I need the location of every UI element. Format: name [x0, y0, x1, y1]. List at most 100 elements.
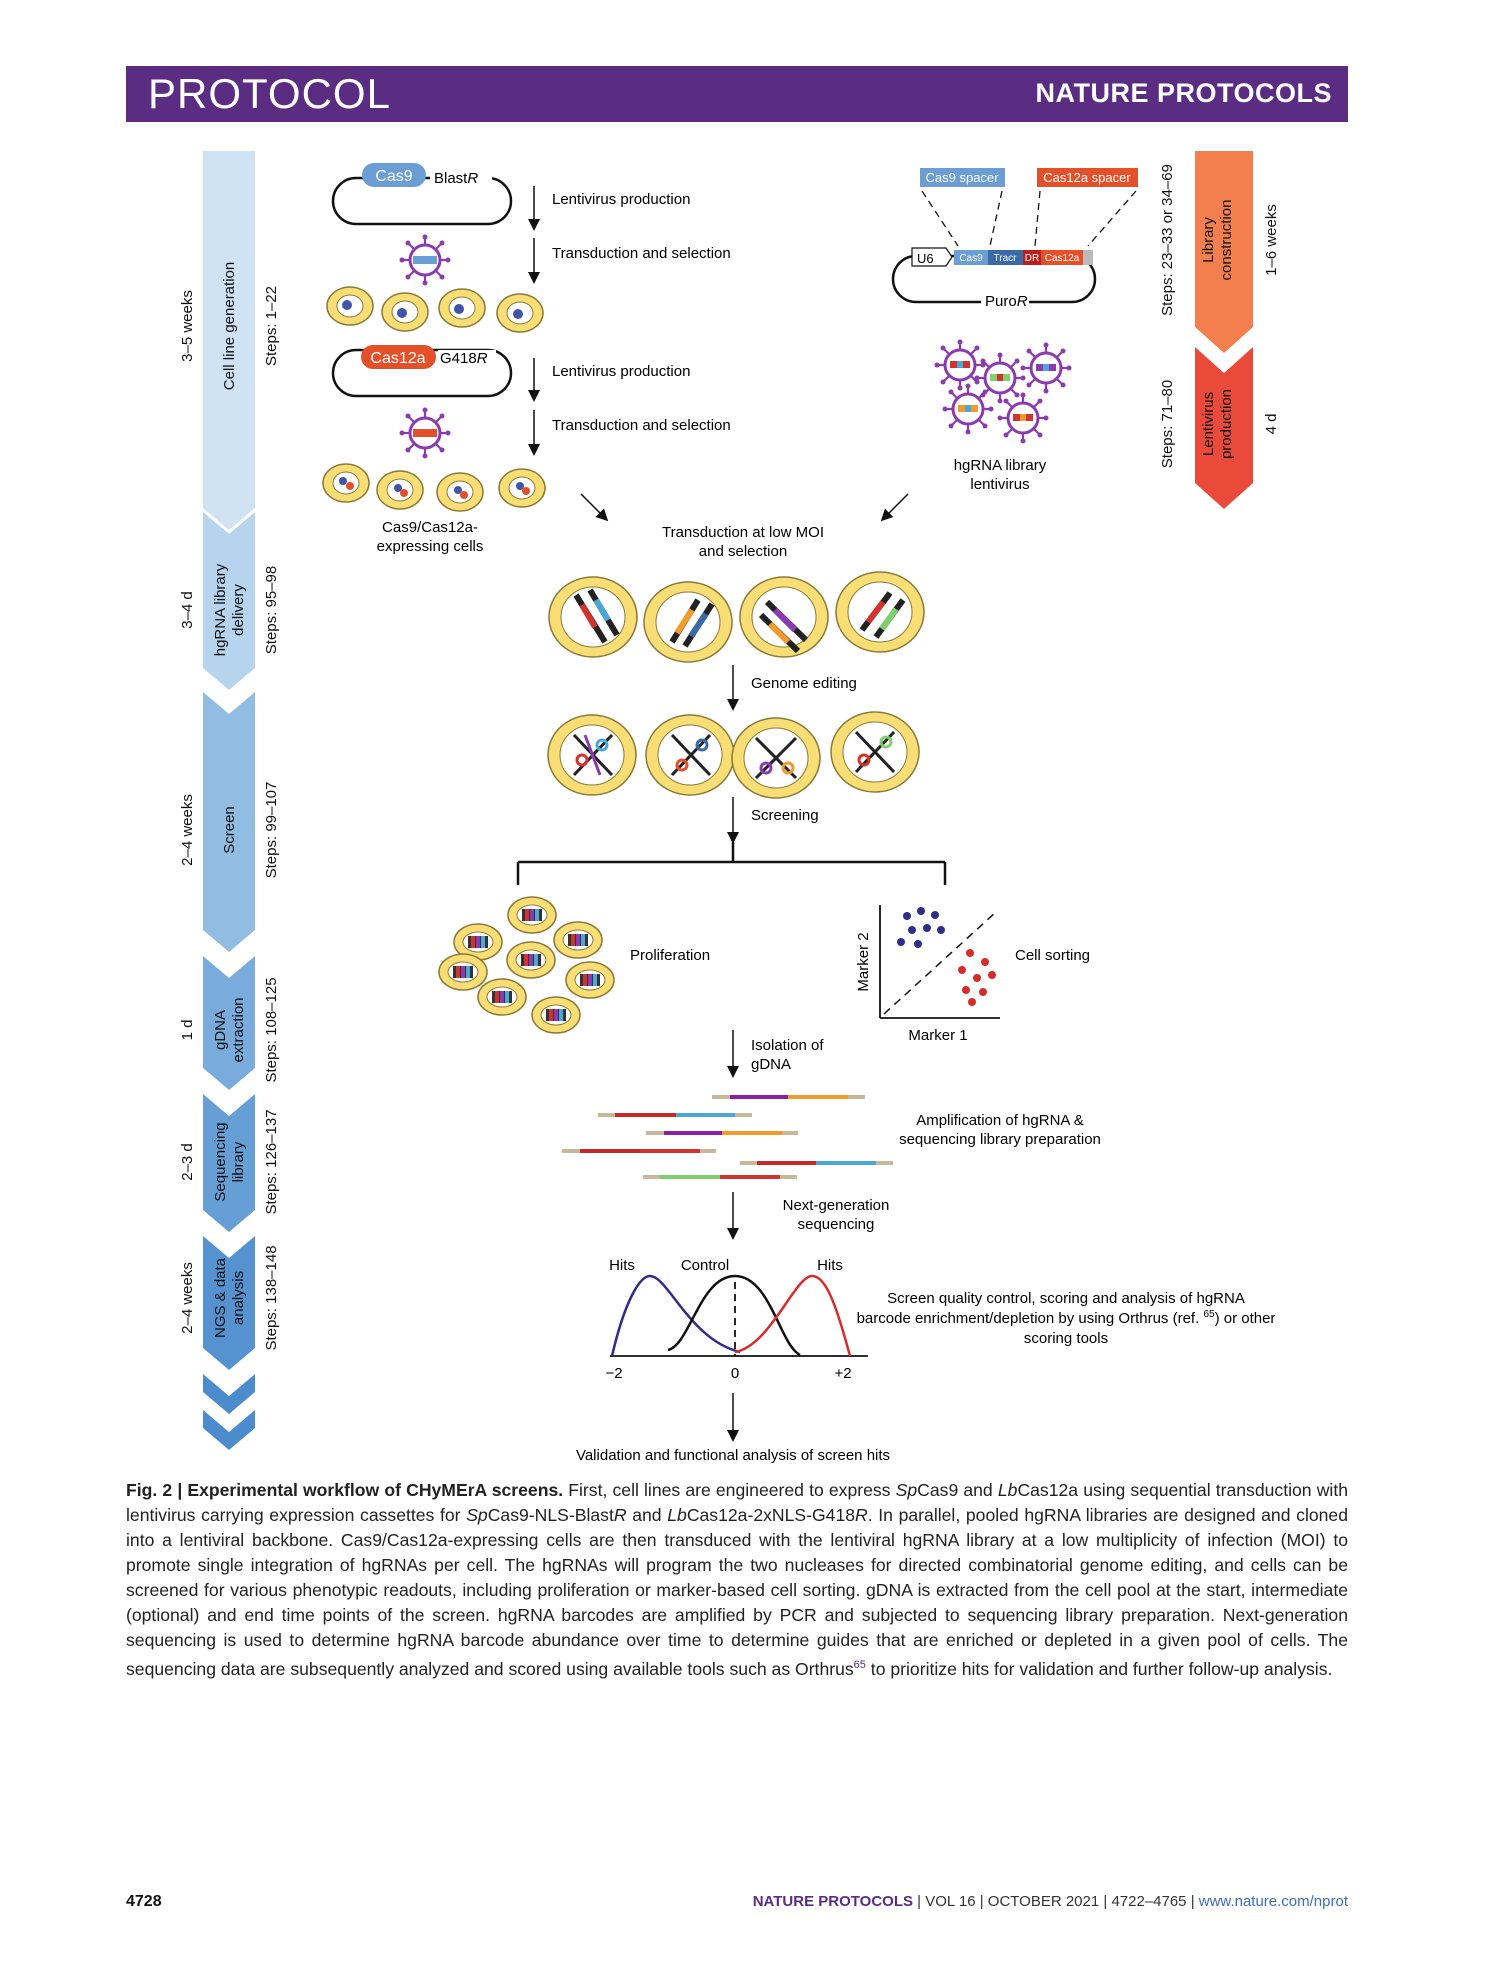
cas9-label: Cas9 — [375, 168, 412, 185]
stage-6-line2: analysis — [230, 1271, 247, 1325]
qc-label-line3: scoring tools — [1024, 1330, 1108, 1347]
cas9-spacer-label: Cas9 spacer — [926, 170, 1000, 185]
edited-cells — [547, 711, 920, 799]
validation-label: Validation and functional analysis of sc… — [576, 1447, 890, 1464]
cas12a-label: Cas12a — [370, 350, 425, 367]
steps-5: Steps: 126–137 — [263, 1109, 280, 1214]
steps-2: Steps: 95–98 — [263, 566, 280, 654]
chevron-gdna-extraction — [203, 956, 255, 1090]
caption-ref[interactable]: 65 — [853, 1659, 866, 1671]
marker2-label: Marker 2 — [855, 932, 872, 991]
marker1-label: Marker 1 — [908, 1027, 967, 1044]
right-timeline: Steps: 23–33 or 34–69 Library constructi… — [1159, 151, 1280, 509]
qc-label-line2: barcode enrichment/depletion by using Or… — [857, 1309, 1276, 1327]
cas12a-plasmid: Cas12a G418R — [331, 345, 513, 398]
tracr-label: Tracr — [994, 253, 1018, 264]
amplicons — [562, 1095, 893, 1179]
chevron-screen — [203, 692, 255, 952]
cells-label-line2: expressing cells — [377, 538, 484, 555]
u6-label: U6 — [917, 251, 934, 266]
caption-title: Fig. 2 | Experimental workflow of CHyMEr… — [126, 1480, 564, 1500]
steps-3: Steps: 99–107 — [263, 782, 280, 879]
steps-1: Steps: 1–22 — [263, 286, 280, 366]
stage-2-line2: delivery — [230, 584, 247, 636]
stage-5-line1: Sequencing — [212, 1122, 229, 1201]
amplification-label-line2: sequencing library preparation — [899, 1131, 1101, 1148]
right-stage-2-line1: Lentivirus — [1200, 392, 1217, 456]
cas9-plasmid: Cas9 BlastR — [331, 163, 513, 226]
right-stage-1-line2: construction — [1218, 200, 1235, 281]
chevron-lentivirus-production — [1195, 347, 1253, 509]
journal-footer: NATURE PROTOCOLS | VOL 16 | OCTOBER 2021… — [752, 1893, 1348, 1910]
right-steps-1: Steps: 23–33 or 34–69 — [1159, 164, 1176, 316]
tick-plus2: +2 — [834, 1365, 851, 1382]
library-label-line2: lentivirus — [970, 476, 1029, 493]
cas12a-spacer-label: Cas12a spacer — [1043, 170, 1131, 185]
stage-4-line1: gDNA — [212, 1010, 229, 1050]
tick-minus2: −2 — [605, 1365, 622, 1382]
stage-4-line2: extraction — [230, 997, 247, 1062]
stage-1: Cell line generation — [221, 262, 238, 390]
blastr-label: BlastR — [434, 170, 478, 187]
steps-6: Steps: 138–148 — [263, 1245, 280, 1350]
g418r-label: G418R — [440, 350, 488, 367]
header-journal: NATURE PROTOCOLS — [1035, 78, 1332, 108]
puror-label: PuroR — [985, 293, 1028, 310]
duration-5: 2–3 d — [179, 1143, 196, 1181]
proliferation-label: Proliferation — [630, 947, 710, 964]
lentivirus-production-1: Lentivirus production — [552, 191, 690, 208]
cells-label-line1: Cas9/Cas12a- — [382, 519, 478, 536]
page-number: 4728 — [126, 1893, 162, 1910]
hits-right-label: Hits — [817, 1257, 843, 1274]
stage-6-line1: NGS & data — [212, 1257, 229, 1338]
duration-4: 1 d — [179, 1020, 196, 1041]
score-distribution: Hits Control Hits −2 0 +2 — [605, 1257, 868, 1382]
right-duration-1: 1–6 weeks — [1263, 204, 1280, 276]
screening-label: Screening — [751, 807, 819, 824]
cell-sorting-plot: Marker 2 Marker 1 — [855, 905, 1000, 1044]
cas9-small-label: Cas9 — [959, 253, 983, 264]
chevron-arrow-1 — [203, 1374, 255, 1414]
chevron-ngs-analysis — [203, 1236, 255, 1370]
left-timeline: 3–5 weeks Cell line generation Steps: 1–… — [179, 151, 280, 1450]
right-stage-1-line1: Library — [1200, 217, 1217, 263]
amplification-label-line1: Amplification of hgRNA & — [916, 1112, 1084, 1129]
page-header: PROTOCOL NATURE PROTOCOLS — [126, 66, 1348, 122]
lentivirus-production-2: Lentivirus production — [552, 363, 690, 380]
transduction-selection-1: Transduction and selection — [552, 245, 731, 262]
ngs-label-line2: sequencing — [798, 1216, 875, 1233]
qc-label-line1: Screen quality control, scoring and anal… — [887, 1290, 1245, 1307]
header-protocol: PROTOCOL — [148, 70, 391, 117]
stage-2-line1: hgRNA library — [212, 563, 229, 656]
control-label: Control — [681, 1257, 729, 1274]
chevron-sequencing-library — [203, 1094, 255, 1232]
figure-caption: Fig. 2 | Experimental workflow of CHyMEr… — [126, 1480, 1349, 1679]
dual-cells — [322, 463, 546, 512]
duration-1: 3–5 weeks — [179, 290, 196, 362]
cell-sorting-label: Cell sorting — [1015, 947, 1090, 964]
footer-journal: NATURE PROTOCOLS — [752, 1893, 913, 1910]
right-duration-2: 4 d — [1263, 414, 1280, 435]
footer-url[interactable]: www.nature.com/nprot — [1198, 1893, 1348, 1910]
tick-0: 0 — [731, 1365, 739, 1382]
chevron-library-construction — [1195, 151, 1253, 353]
genome-editing-label: Genome editing — [751, 675, 857, 692]
hgrna-construct: Cas9 spacer Cas12a spacer U6 Cas9 Tracr … — [891, 168, 1138, 310]
dr-label: DR — [1025, 253, 1039, 264]
duration-6: 2–4 weeks — [179, 1262, 196, 1334]
duration-2: 3–4 d — [179, 591, 196, 629]
library-label-line1: hgRNA library — [954, 457, 1047, 474]
chevron-hgrna-delivery — [203, 512, 255, 690]
transduced-cells — [548, 571, 925, 663]
chevron-arrow-2 — [203, 1410, 255, 1450]
transduction-selection-2: Transduction and selection — [552, 417, 731, 434]
stage-3: Screen — [221, 806, 238, 854]
duration-3: 2–4 weeks — [179, 794, 196, 866]
hgrna-lentivirus — [933, 338, 1073, 445]
ngs-label-line1: Next-generation — [783, 1197, 890, 1214]
stage-5-line2: library — [230, 1141, 247, 1182]
cas12a-small-label: Cas12a — [1045, 253, 1080, 264]
proliferation-cells — [438, 896, 615, 1034]
moi-label-line2: and selection — [699, 543, 787, 560]
